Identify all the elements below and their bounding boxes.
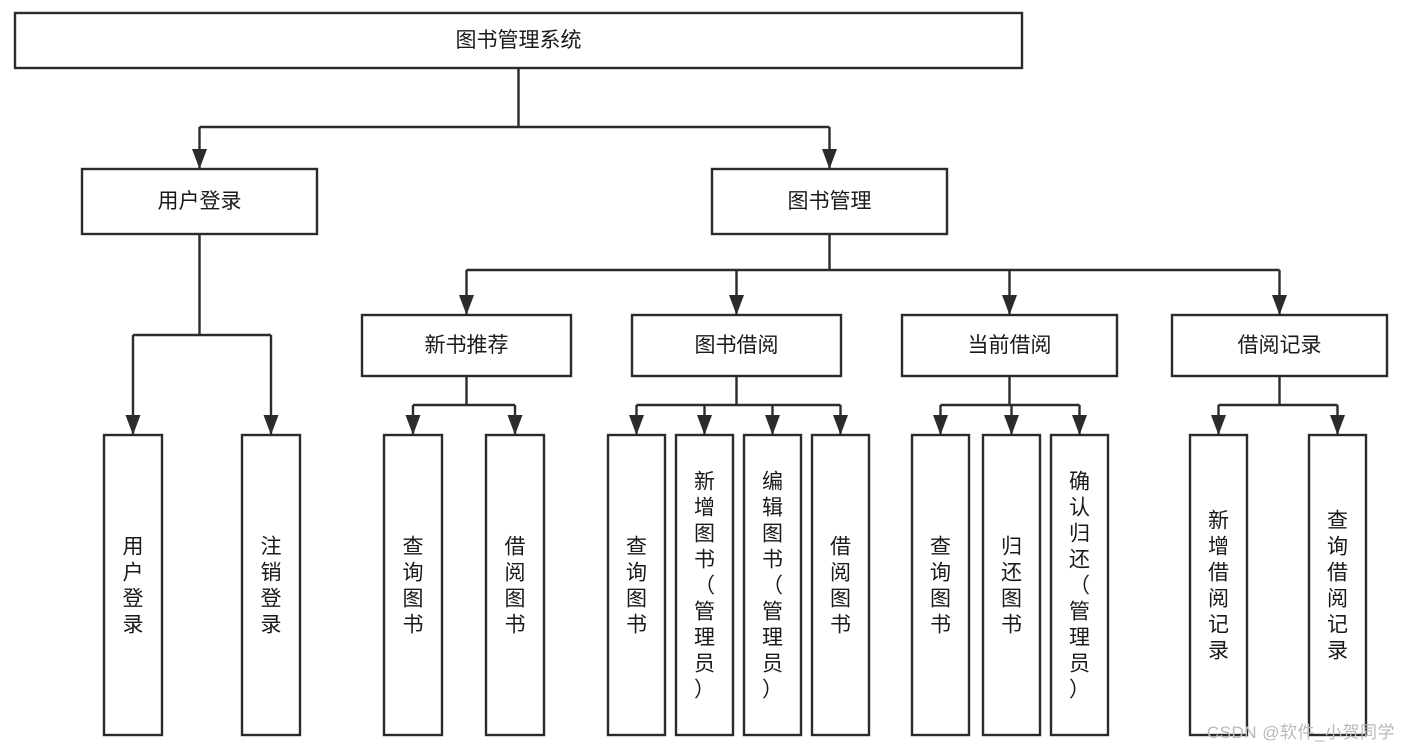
node-label: 查询图书 <box>626 535 647 636</box>
node-box <box>900 313 1119 378</box>
arrow-head-icon <box>729 295 744 315</box>
node-leaf-search-book-3[interactable]: 查询图书 <box>910 433 971 737</box>
node-root[interactable]: 图书管理系统 <box>13 11 1024 70</box>
arrow-head-icon <box>697 415 712 435</box>
node-bookmgmt[interactable]: 图书管理 <box>710 167 949 236</box>
arrow-head-icon <box>1004 415 1019 435</box>
arrow-head-icon <box>507 415 523 435</box>
node-current[interactable]: 当前借阅 <box>900 313 1119 378</box>
arrow-head-icon <box>822 149 837 169</box>
node-label: 编辑图书（管理员） <box>762 470 783 701</box>
node-label: 借阅图书 <box>830 535 851 636</box>
node-box <box>1049 433 1110 737</box>
node-label: 查询图书 <box>403 535 424 636</box>
node-box <box>981 433 1042 737</box>
node-label: 查询借阅记录 <box>1327 509 1348 662</box>
node-box <box>102 433 164 737</box>
node-label: 归还图书 <box>1001 535 1022 636</box>
node-box <box>630 313 843 378</box>
node-box <box>484 433 546 737</box>
node-borrow[interactable]: 图书借阅 <box>630 313 843 378</box>
connector-group-newbook-children <box>405 376 523 435</box>
connector-group-bookmgmt-children <box>459 234 1287 315</box>
node-label: 注销登录 <box>261 535 282 636</box>
arrow-head-icon <box>1211 415 1226 435</box>
node-box <box>13 11 1024 70</box>
arrow-head-icon <box>459 295 474 315</box>
arrow-head-icon <box>1330 415 1345 435</box>
node-label: 图书借阅 <box>695 334 779 357</box>
connector-group-records-children <box>1211 376 1345 435</box>
arrow-head-icon <box>1002 295 1017 315</box>
node-box <box>810 433 871 737</box>
node-leaf-search-book-2[interactable]: 查询图书 <box>606 433 667 737</box>
arrow-head-icon <box>192 149 207 169</box>
arrow-head-icon <box>629 415 644 435</box>
node-label: 新书推荐 <box>425 334 509 357</box>
node-label: 用户登录 <box>158 190 242 213</box>
node-box <box>910 433 971 737</box>
node-leaf-add-book[interactable]: 新增图书（管理员） <box>674 433 735 737</box>
node-leaf-search-book-1[interactable]: 查询图书 <box>382 433 444 737</box>
node-leaf-logout[interactable]: 注销登录 <box>240 433 302 737</box>
node-leaf-borrow-book-1[interactable]: 借阅图书 <box>484 433 546 737</box>
arrow-head-icon <box>405 415 421 435</box>
arrow-head-icon <box>125 415 141 435</box>
connector-layer <box>125 68 1345 435</box>
node-box <box>1170 313 1389 378</box>
arrow-head-icon <box>933 415 948 435</box>
arrow-head-icon <box>263 415 279 435</box>
arrow-head-icon <box>765 415 780 435</box>
connector-group-current-children <box>933 376 1087 435</box>
node-label: 图书管理系统 <box>456 29 582 52</box>
node-label: 新增借阅记录 <box>1208 509 1229 662</box>
node-leaf-return-book[interactable]: 归还图书 <box>981 433 1042 737</box>
node-leaf-edit-book[interactable]: 编辑图书（管理员） <box>742 433 803 737</box>
node-label: 当前借阅 <box>968 334 1052 357</box>
node-leaf-confirm-return[interactable]: 确认归还（管理员） <box>1049 433 1110 737</box>
csdn-watermark: CSDN @软件_小贺同学 <box>1206 723 1395 742</box>
arrow-head-icon <box>833 415 848 435</box>
connector-group-borrow-children <box>629 376 848 435</box>
node-label: 确认归还（管理员） <box>1069 470 1090 701</box>
node-leaf-add-record[interactable]: 新增借阅记录 <box>1188 433 1249 737</box>
node-box <box>710 167 949 236</box>
node-box <box>382 433 444 737</box>
node-box <box>1307 433 1368 737</box>
node-label: 借阅图书 <box>505 535 526 636</box>
node-newbook[interactable]: 新书推荐 <box>360 313 573 378</box>
arrow-head-icon <box>1272 295 1287 315</box>
node-leaf-user-login[interactable]: 用户登录 <box>102 433 164 737</box>
node-box <box>674 433 735 737</box>
node-box <box>606 433 667 737</box>
node-box <box>240 433 302 737</box>
node-login[interactable]: 用户登录 <box>80 167 319 236</box>
node-box <box>80 167 319 236</box>
node-leaf-borrow-book-2[interactable]: 借阅图书 <box>810 433 871 737</box>
node-label: 图书管理 <box>788 190 872 213</box>
node-layer: 图书管理系统用户登录图书管理新书推荐图书借阅当前借阅借阅记录用户登录注销登录查询… <box>13 11 1389 737</box>
node-box <box>360 313 573 378</box>
node-label: 新增图书（管理员） <box>694 470 715 701</box>
node-leaf-search-record[interactable]: 查询借阅记录 <box>1307 433 1368 737</box>
connector-group-root-children <box>192 68 837 169</box>
node-records[interactable]: 借阅记录 <box>1170 313 1389 378</box>
node-label: 借阅记录 <box>1238 334 1322 357</box>
connector-group-login-children <box>125 234 279 435</box>
node-box <box>742 433 803 737</box>
node-box <box>1188 433 1249 737</box>
arrow-head-icon <box>1072 415 1087 435</box>
node-label: 用户登录 <box>123 535 144 636</box>
node-label: 查询图书 <box>930 535 951 636</box>
